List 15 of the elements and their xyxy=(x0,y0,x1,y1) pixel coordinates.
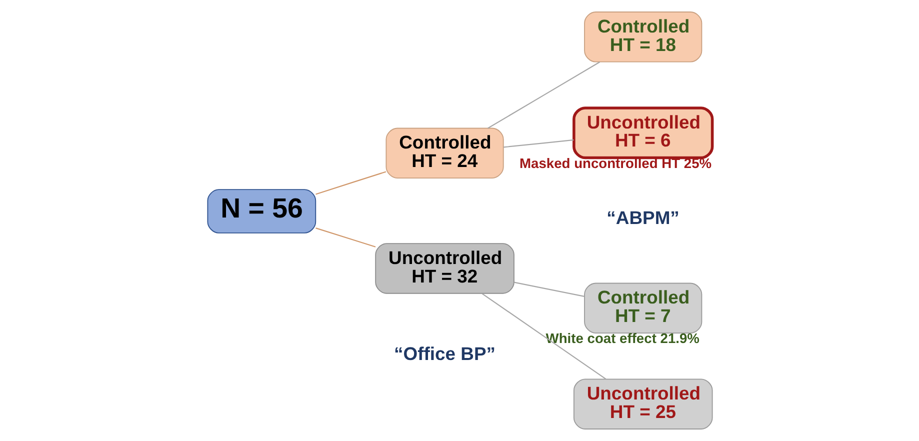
node-box: Uncontrolled HT = 32 xyxy=(374,243,514,294)
connector xyxy=(481,293,606,380)
label: “Office BP” xyxy=(394,342,495,364)
connector xyxy=(487,62,600,129)
node-box: N = 56 xyxy=(206,189,316,234)
connector xyxy=(503,139,574,148)
node-box: Controlled HT = 7 xyxy=(584,282,702,334)
node-box: Controlled HT = 18 xyxy=(584,12,702,62)
node-box: Uncontrolled HT = 6 xyxy=(572,106,714,160)
connector xyxy=(315,228,376,248)
node-box: Controlled HT = 24 xyxy=(385,128,504,179)
connector xyxy=(315,171,386,195)
node-box: Uncontrolled HT = 25 xyxy=(572,378,712,430)
connector xyxy=(514,282,584,298)
label: “ABPM” xyxy=(606,207,679,228)
